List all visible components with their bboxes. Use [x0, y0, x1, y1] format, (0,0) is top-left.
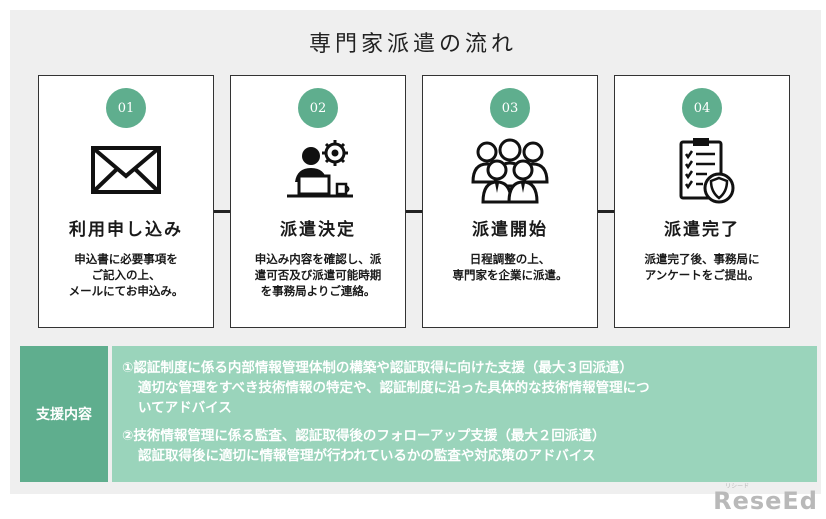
connector-line [406, 210, 422, 213]
support-item-detail: 認証取得後に適切に情報管理が行われているかの監査や対応策のアドバイス [138, 448, 596, 464]
connector-line [214, 210, 230, 213]
support-item-heading: ①認証制度に係る内部情報管理体制の構築や認証取得に向けた支援（最大３回派遣） [122, 360, 633, 376]
step-name: 利用申し込み [69, 220, 183, 240]
connector-line [598, 210, 614, 213]
step-number-badge: 02 [298, 88, 338, 128]
step-description: 申込み内容を確認し、派 遣可否及び派遣可能時期 を事務局よりご連絡。 [254, 252, 382, 298]
step-description: 日程調整の上、 専門家を企業に派遣。 [452, 252, 568, 282]
step-name: 派遣開始 [472, 220, 548, 240]
step-number-badge: 03 [490, 88, 530, 128]
step-card-04: 04 派遣完了 派遣完了後、事務局に アンケートをご提出。 [614, 75, 790, 328]
page-title: 専門家派遣の流れ [308, 32, 517, 57]
support-item-heading: ②技術情報管理に係る監査、認証取得後のフォローアップ支援（最大２回派遣） [122, 428, 606, 444]
step-card-03: 03 派遣開始 日程調整の上、 専門家を企業に派遣。 [422, 75, 598, 328]
support-item-1: ①認証制度に係る内部情報管理体制の構築や認証取得に向けた支援（最大３回派遣） 適… [122, 358, 809, 418]
support-content: ①認証制度に係る内部情報管理体制の構築や認証取得に向けた支援（最大３回派遣） 適… [112, 346, 817, 482]
support-item-2: ②技術情報管理に係る監査、認証取得後のフォローアップ支援（最大２回派遣） 認証取… [122, 426, 809, 466]
team-icon [471, 138, 549, 204]
step-card-02: 02 派遣決定 申込み内容を確認し、派 遣可否及び派遣可能時期 を事務局よりご連… [230, 75, 406, 328]
step-name: 派遣完了 [664, 220, 740, 240]
step-name: 派遣決定 [280, 220, 356, 240]
logo-text: ReseEd [713, 487, 818, 515]
support-label: 支援内容 [20, 346, 108, 482]
logo-subtext: リシード [725, 483, 750, 490]
consultant-laptop-icon [287, 140, 353, 198]
support-item-detail: 適切な管理をすべき技術情報の特定や、認証制度に沿った具体的な技術情報管理につ い… [138, 380, 650, 416]
step-number-badge: 04 [682, 88, 722, 128]
step-description: 派遣完了後、事務局に アンケートをご提出。 [644, 252, 760, 282]
step-number-badge: 01 [106, 88, 146, 128]
reseed-logo: リシード ReseEd [713, 483, 818, 515]
checklist-shield-icon [679, 138, 735, 204]
step-description: 申込書に必要事項を ご記入の上、 メールにてお申込み。 [68, 252, 184, 298]
envelope-icon [91, 146, 161, 194]
step-card-01: 01 利用申し込み 申込書に必要事項を ご記入の上、 メールにてお申込み。 [38, 75, 214, 328]
